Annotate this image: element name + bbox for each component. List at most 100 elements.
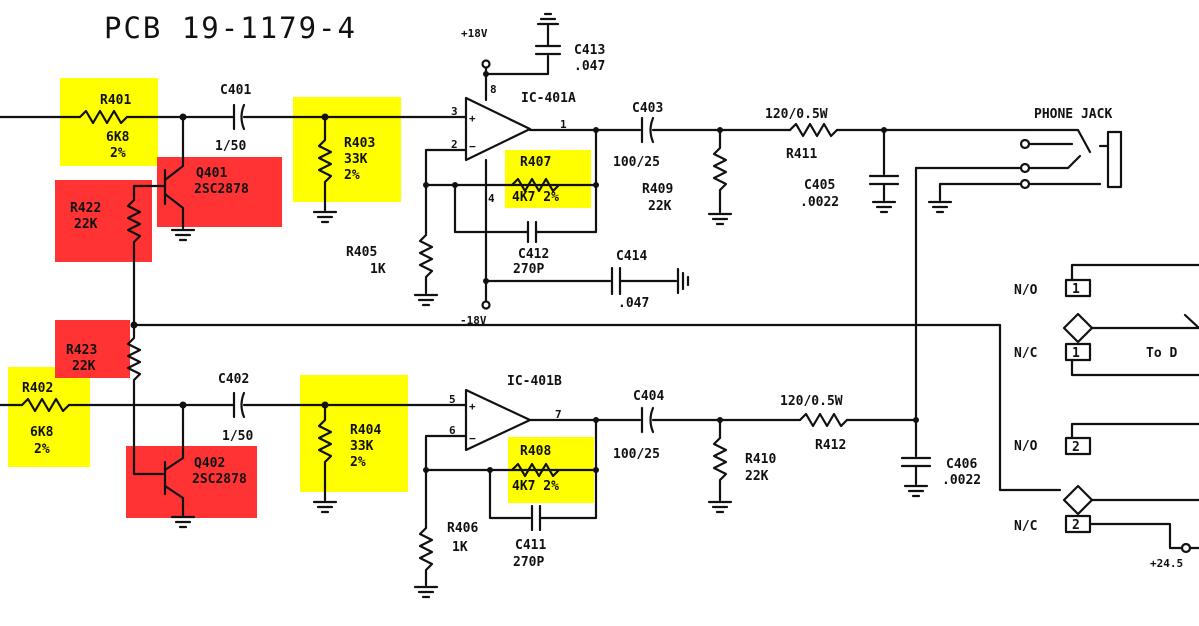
op-amp-ic401a — [464, 96, 532, 162]
highlight-r407 — [505, 150, 591, 208]
c413-name: C413 — [574, 43, 605, 58]
r410-name: R410 — [745, 452, 776, 467]
r422-value: 22K — [74, 217, 98, 232]
r404-resistor — [317, 418, 333, 502]
r407-value: 4K7 2% — [512, 190, 559, 205]
r410-value: 22K — [745, 469, 769, 484]
r411-name: R411 — [786, 147, 817, 162]
r409-resistor — [712, 128, 728, 214]
relay1-num-nc: 1 — [1072, 346, 1080, 361]
r408-value: 4K7 2% — [512, 479, 559, 494]
pin-5: 5 — [449, 393, 456, 406]
r404-tol: 2% — [350, 455, 366, 470]
r402-name: R402 — [22, 381, 53, 396]
relay-to-label: To D — [1146, 346, 1177, 361]
r408-name: R408 — [520, 444, 551, 459]
r401-tol: 2% — [110, 146, 126, 161]
c404-name: C404 — [633, 389, 664, 404]
relay1-num: 1 — [1072, 282, 1080, 297]
r404-name: R404 — [350, 423, 381, 438]
pos24-label: +24.5 — [1150, 557, 1183, 570]
c402-value: 1/50 — [222, 429, 253, 444]
r422-resistor — [126, 198, 142, 327]
r407-resistor — [510, 177, 561, 193]
r423-resistor — [126, 323, 142, 476]
c406-value: .0022 — [942, 473, 981, 488]
c411-name: C411 — [515, 538, 546, 553]
c401-name: C401 — [220, 83, 251, 98]
pin-4: 4 — [488, 192, 495, 205]
relay1-no-label: N/O — [1014, 283, 1038, 298]
c402-name: C402 — [218, 372, 249, 387]
pin-2: 2 — [451, 138, 458, 151]
highlight-r402 — [8, 367, 90, 467]
relay1-nc-label: N/C — [1014, 346, 1037, 361]
c403-value: 100/25 — [613, 155, 660, 170]
pos18-label: +18V — [461, 27, 488, 40]
highlight-r404 — [300, 375, 408, 492]
q402-part: 2SC2878 — [192, 472, 247, 487]
svg-text:−: − — [469, 432, 476, 445]
ic401a-label: IC-401A — [521, 91, 576, 106]
power-supply-top — [481, 12, 690, 310]
r406-value: 1K — [452, 540, 468, 555]
r402-value: 6K8 — [30, 425, 54, 440]
r408-resistor — [510, 462, 561, 478]
r401-name: R401 — [100, 93, 131, 108]
svg-text:+: + — [469, 400, 476, 413]
r405-value: 1K — [370, 262, 386, 277]
r402-resistor — [20, 397, 71, 413]
r401-resistor — [78, 109, 129, 125]
svg-text:+: + — [469, 112, 476, 125]
phone-jack-label: PHONE JACK — [1034, 107, 1112, 122]
c413-value: .047 — [574, 59, 605, 74]
pin-7: 7 — [555, 408, 562, 421]
r403-tol: 2% — [344, 168, 360, 183]
r405-name: R405 — [346, 245, 377, 260]
r409-name: R409 — [642, 182, 673, 197]
highlight-r403 — [293, 97, 401, 202]
r401-value: 6K8 — [106, 130, 130, 145]
c403-name: C403 — [632, 101, 663, 116]
r423-value: 22K — [72, 359, 96, 374]
r406-resistor — [418, 526, 434, 587]
r422-name: R422 — [70, 201, 101, 216]
r409-value: 22K — [648, 199, 672, 214]
relay2-num-nc: 2 — [1072, 518, 1080, 533]
highlight-r401 — [60, 78, 158, 166]
r406-name: R406 — [447, 521, 478, 536]
c401-value: 1/50 — [215, 139, 246, 154]
ic401b-label: IC-401B — [507, 374, 562, 389]
r403-name: R403 — [344, 136, 375, 151]
c411-value: 270P — [513, 555, 544, 570]
r412-resistor — [798, 412, 849, 428]
svg-text:−: − — [469, 140, 476, 153]
q402-name: Q402 — [194, 456, 225, 471]
bias-network — [126, 184, 1062, 492]
c404-value: 100/25 — [613, 447, 660, 462]
op-amp-ic401b — [464, 388, 532, 452]
r423-name: R423 — [66, 343, 97, 358]
top-channel-wires: + − — [0, 96, 1032, 307]
phone-jack — [914, 128, 1123, 422]
r405-resistor — [418, 233, 434, 295]
relay2-num: 2 — [1072, 440, 1080, 455]
r407-name: R407 — [520, 155, 551, 170]
page-title: PCB 19-1179-4 — [104, 11, 357, 45]
c405-value: .0022 — [800, 195, 839, 210]
relay2-nc-label: N/C — [1014, 519, 1037, 534]
r411-value: 120/0.5W — [765, 107, 828, 122]
c412-value: 270P — [513, 262, 544, 277]
pin-6: 6 — [449, 424, 456, 437]
c405-name: C405 — [804, 178, 835, 193]
r412-name: R412 — [815, 438, 846, 453]
relay2-no-label: N/O — [1014, 439, 1038, 454]
highlight-r423 — [55, 320, 130, 378]
pin-3: 3 — [451, 105, 458, 118]
c406-name: C406 — [946, 457, 977, 472]
r402-tol: 2% — [34, 442, 50, 457]
r404-value: 33K — [350, 439, 374, 454]
highlight-q402 — [126, 446, 257, 518]
r403-value: 33K — [344, 152, 368, 167]
